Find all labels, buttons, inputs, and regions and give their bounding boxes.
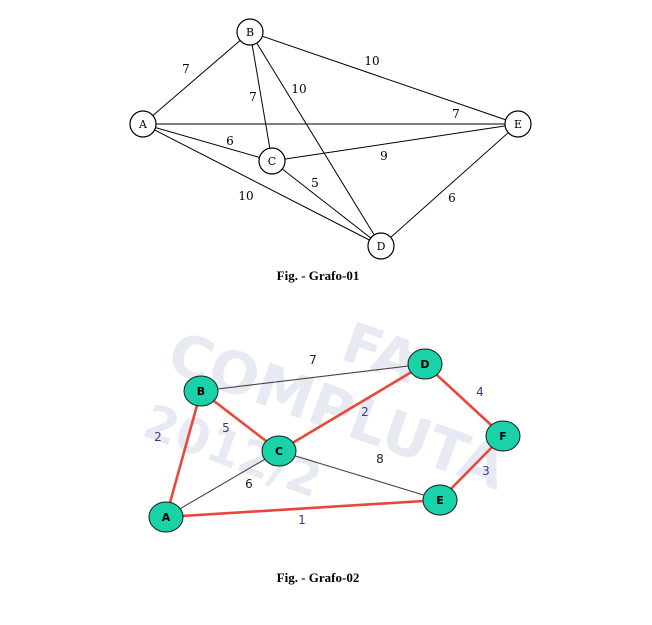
graph-02-edge-weight: 2 bbox=[361, 405, 369, 419]
graph-02-node-circle bbox=[261, 435, 297, 467]
graph-02-edge-weight: 4 bbox=[476, 385, 484, 399]
graph-01-node-label: A bbox=[138, 118, 148, 131]
graph-02-edge-d-f bbox=[424, 363, 504, 437]
graph-01-edge-e-d bbox=[380, 123, 519, 247]
graph-02-node-c: C bbox=[261, 435, 297, 467]
graph-02-edge-c-e bbox=[278, 450, 441, 501]
graph-01-node-circle bbox=[367, 232, 395, 260]
graph-02-edge-weight: 2 bbox=[154, 430, 162, 444]
graph-01-edge-weight: 9 bbox=[380, 149, 388, 163]
graph-01-edge-b-e bbox=[249, 31, 519, 125]
graph-02-edge-b-d bbox=[200, 363, 426, 392]
graph-01-edge-weight: 6 bbox=[448, 191, 456, 205]
graph-01-node-label: E bbox=[514, 118, 522, 131]
graph-02-edge-a-c bbox=[165, 450, 280, 518]
graph-02-edge-a-e bbox=[165, 498, 441, 519]
graph-01-caption: Fig. - Grafo-01 bbox=[277, 268, 360, 283]
graph-02-caption: Fig. - Grafo-02 bbox=[277, 570, 360, 585]
graph-02-nodes: A B C D E F bbox=[148, 348, 521, 533]
graph-02-node-label: B bbox=[197, 385, 205, 398]
graph-02-edge-weight: 3 bbox=[482, 464, 490, 478]
graph-01-node-circle bbox=[129, 110, 157, 138]
graph-01-node-e: E bbox=[504, 110, 532, 138]
graph-01-edge-weight: 7 bbox=[182, 62, 190, 76]
graph-02-node-d: D bbox=[407, 348, 443, 380]
graph-02-edge-weight: 5 bbox=[222, 421, 230, 435]
graph-02-node-label: C bbox=[275, 445, 283, 458]
graph-01-edge-c-d bbox=[271, 160, 382, 247]
graph-02-node-label: E bbox=[436, 494, 444, 507]
graph-01-edge-weight: 5 bbox=[311, 176, 319, 190]
graph-01-edge-weight: 10 bbox=[291, 82, 306, 96]
graph-01-edge-b-d bbox=[249, 31, 382, 247]
graph-01-edge-c-e bbox=[271, 123, 519, 162]
graph-01-node-circle bbox=[258, 147, 286, 175]
graph-02-node-circle bbox=[183, 375, 219, 407]
graph-01-edge-weight: 10 bbox=[238, 189, 253, 203]
watermark-line-2: COMPLUTA bbox=[159, 318, 515, 503]
graph-01-nodes: A B C D E bbox=[129, 18, 532, 260]
graph-01-edge-b-c bbox=[249, 31, 273, 162]
graph-02-node-circle bbox=[485, 420, 521, 452]
graph-02-node-label: A bbox=[162, 511, 171, 524]
graph-01-node-label: B bbox=[246, 26, 254, 39]
graph-01-node-d: D bbox=[367, 232, 395, 260]
graph-01-edge-weight: 6 bbox=[226, 134, 234, 148]
graph-01-edge-a-b bbox=[142, 31, 251, 125]
graph-02-edge-weight: 1 bbox=[298, 513, 306, 527]
graph-02-node-circle bbox=[422, 484, 458, 516]
graph-02-node-e: E bbox=[422, 484, 458, 516]
graph-01-node-b: B bbox=[236, 18, 264, 46]
graph-02-edge-a-b bbox=[164, 390, 203, 518]
graph-01-edge-a-c bbox=[142, 123, 273, 162]
graph-02-node-label: F bbox=[499, 430, 507, 443]
graph-02-node-circle bbox=[148, 501, 184, 533]
graph-01-node-circle bbox=[504, 110, 532, 138]
graph-02-node-circle bbox=[407, 348, 443, 380]
graph-01-edge-weight: 10 bbox=[364, 54, 379, 68]
graph-02-edge-weight: 6 bbox=[245, 477, 253, 491]
graph-01-node-a: A bbox=[129, 110, 157, 138]
graph-01-node-label: D bbox=[377, 240, 386, 253]
graph-02-node-b: B bbox=[183, 375, 219, 407]
graph-02-node-a: A bbox=[148, 501, 184, 533]
graph-01-edge-weight: 7 bbox=[249, 90, 257, 104]
graph-01-edges: 7 10 7 10 7 6 9 5 10 6 bbox=[142, 31, 519, 247]
graph-01-edge-a-d bbox=[142, 123, 382, 247]
graph-02-edge-weight: 8 bbox=[376, 452, 384, 466]
graph-01-edge-weight: 7 bbox=[452, 107, 460, 121]
graph-02-edge-weight: 7 bbox=[309, 353, 317, 367]
graph-02-node-label: D bbox=[420, 358, 429, 371]
graph-02-node-f: F bbox=[485, 420, 521, 452]
graph-01-node-circle bbox=[236, 18, 264, 46]
graph-01-node-c: C bbox=[258, 147, 286, 175]
graph-01: 7 10 7 10 7 6 9 5 10 6 A B C D E Fig. - Grafo-01 bbox=[129, 18, 532, 283]
graph-02-edge-c-d bbox=[278, 362, 426, 453]
graph-01-node-label: C bbox=[268, 155, 276, 168]
